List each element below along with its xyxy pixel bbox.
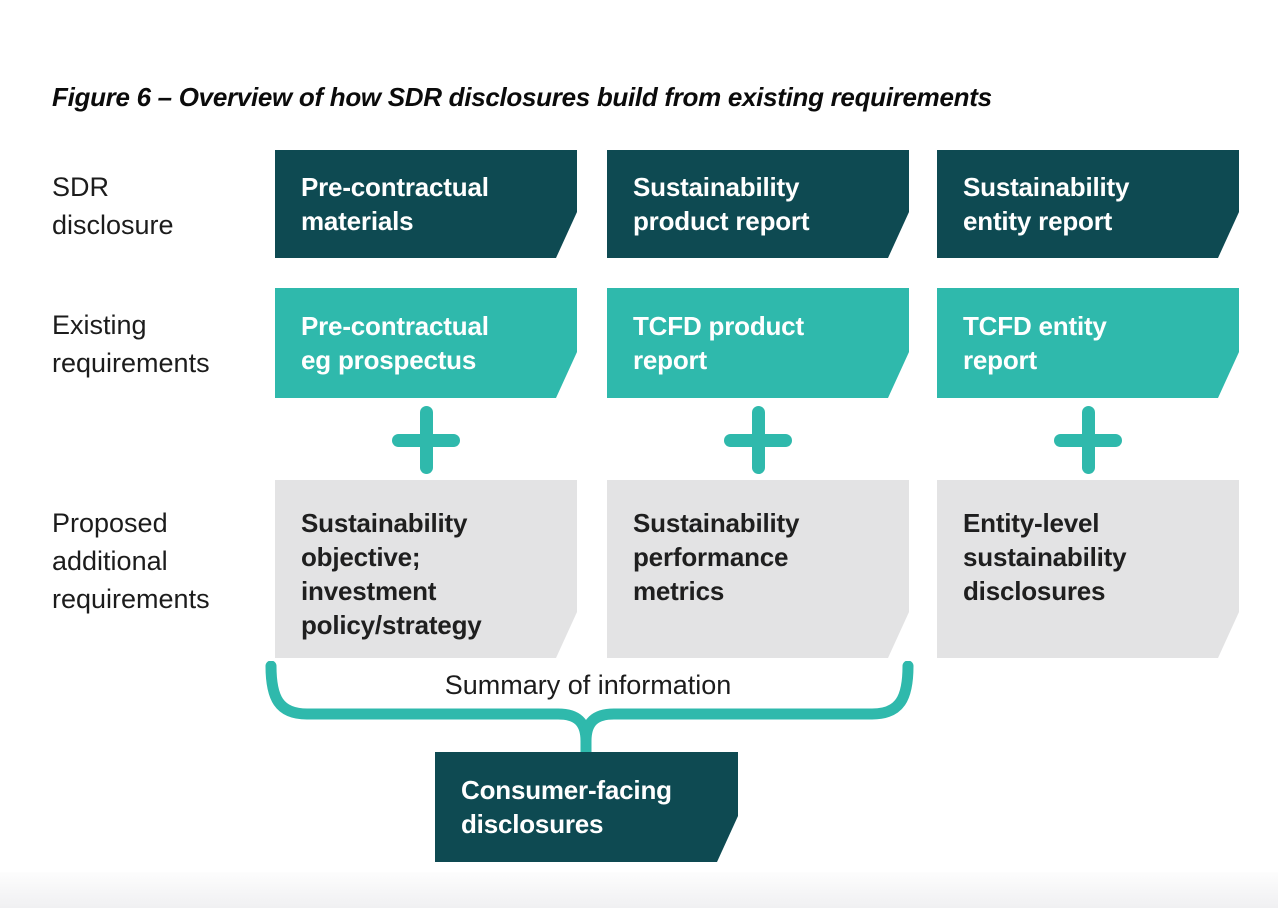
proposed-box-performance-metrics: Sustainability performance metrics: [607, 480, 909, 658]
box-label: Pre-contractual eg prospectus: [301, 311, 489, 375]
existing-box-pre-contractual-prospectus: Pre-contractual eg prospectus: [275, 288, 577, 398]
existing-box-tcfd-entity-report: TCFD entity report: [937, 288, 1239, 398]
plus-icon: [1054, 406, 1122, 474]
summary-of-information-label: Summary of information: [444, 670, 732, 700]
proposed-box-sustainability-objective: Sustainability objective; investment pol…: [275, 480, 577, 658]
row-label-existing-requirements: Existing requirements: [52, 310, 210, 378]
figure-title: Figure 6 – Overview of how SDR disclosur…: [52, 82, 992, 112]
sdr-box-sustainability-entity-report: Sustainability entity report: [937, 150, 1239, 258]
summary-brace-icon: [265, 661, 914, 760]
proposed-box-entity-level-disclosures: Entity-level sustainability disclosures: [937, 480, 1239, 658]
row-label-proposed-additional-requirements: Proposed additional requirements: [52, 508, 210, 614]
box-label: TCFD product report: [633, 311, 804, 375]
plus-icon: [392, 406, 460, 474]
sdr-box-pre-contractual-materials: Pre-contractual materials: [275, 150, 577, 258]
existing-box-tcfd-product-report: TCFD product report: [607, 288, 909, 398]
box-label: Sustainability entity report: [963, 172, 1130, 236]
sdr-box-sustainability-product-report: Sustainability product report: [607, 150, 909, 258]
page-bottom-edge: [0, 872, 1278, 908]
box-label: Sustainability performance metrics: [633, 508, 800, 606]
box-label: TCFD entity report: [963, 311, 1107, 375]
box-label: Consumer-facing disclosures: [461, 775, 672, 839]
box-label: Entity-level sustainability disclosures: [963, 508, 1127, 606]
box-label: Sustainability product report: [633, 172, 810, 236]
box-label: Sustainability objective; investment pol…: [301, 508, 482, 640]
row-label-sdr-disclosure: SDR disclosure: [52, 172, 174, 240]
consumer-facing-disclosures-box: Consumer-facing disclosures: [435, 752, 738, 862]
plus-icon: [724, 406, 792, 474]
box-label: Pre-contractual materials: [301, 172, 489, 236]
